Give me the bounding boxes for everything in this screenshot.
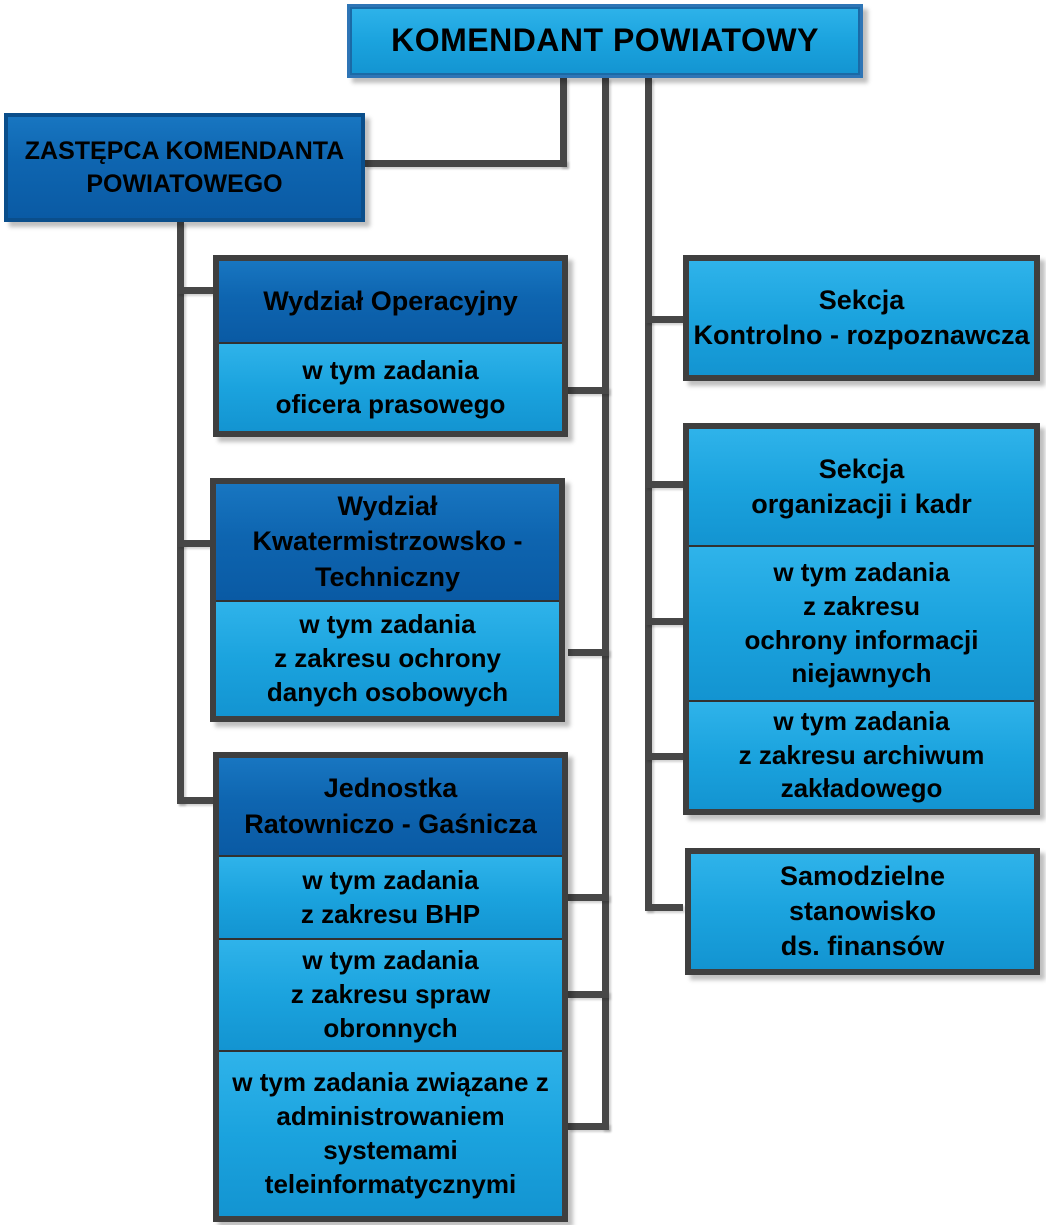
connector-spine-to-bhp — [568, 894, 609, 901]
node-sekcja-kontrolno-rozpoznawcza: Sekcja Kontrolno - rozpoznawcza — [683, 255, 1040, 381]
node-wydzial-operacyjny: Wydział Operacyjny w tym zadania oficera… — [213, 255, 568, 437]
connector-root-to-deputy-vertical — [560, 78, 567, 167]
node-label: KOMENDANT POWIATOWY — [391, 22, 819, 59]
connector-right-spine — [645, 78, 652, 911]
node-sub: w tym zadania z zakresu ochrony informac… — [689, 545, 1034, 700]
connector-spine-to-informacje-niejawne — [645, 618, 683, 625]
node-header: Sekcja Kontrolno - rozpoznawcza — [689, 261, 1034, 375]
connector-spine-to-sprawy-obronne — [568, 991, 609, 998]
node-komendant-powiatowy: KOMENDANT POWIATOWY — [347, 4, 863, 78]
connector-deputy-to-jednostka — [177, 797, 213, 804]
node-header: Jednostka Ratowniczo - Gaśnicza — [219, 758, 562, 855]
node-sekcja-organizacji-i-kadr: Sekcja organizacji i kadr w tym zadania … — [683, 423, 1040, 815]
connector-spine-to-archiwum — [645, 753, 683, 760]
connector-left-spine — [602, 78, 609, 1130]
node-header: Wydział Operacyjny — [219, 261, 562, 342]
node-zastepca-komendanta: ZASTĘPCA KOMENDANTA POWIATOWEGO — [4, 113, 365, 222]
node-jednostka-ratowniczo-gasnicza: Jednostka Ratowniczo - Gaśnicza w tym za… — [213, 752, 568, 1222]
connector-spine-to-ochrona-danych — [568, 649, 609, 656]
connector-deputy-to-operacyjny — [177, 287, 213, 294]
connector-deputy-spine — [177, 222, 184, 804]
node-header: Sekcja organizacji i kadr — [689, 429, 1034, 545]
connector-spine-to-kontrolno — [645, 316, 683, 323]
connector-spine-to-oficer-prasowy — [568, 387, 609, 394]
node-sub: w tym zadania związane z administrowanie… — [219, 1050, 562, 1216]
connector-spine-to-finanse — [645, 904, 683, 911]
node-samodzielne-stanowisko-finansow: Samodzielne stanowisko ds. finansów — [685, 848, 1040, 975]
node-sub: w tym zadania z zakresu archiwum zakłado… — [689, 700, 1034, 809]
connector-spine-to-organizacja — [645, 481, 683, 488]
node-wydzial-kwatermistrzowsko-techniczny: Wydział Kwatermistrzowsko - Techniczny w… — [210, 478, 565, 722]
node-sub: w tym zadania z zakresu BHP — [219, 855, 562, 938]
node-sub: w tym zadania z zakresu ochrony danych o… — [216, 600, 559, 716]
node-header: Samodzielne stanowisko ds. finansów — [691, 854, 1034, 969]
node-sub: w tym zadania oficera prasowego — [219, 342, 562, 431]
connector-spine-to-teleinformatyka — [568, 1123, 609, 1130]
node-header: Wydział Kwatermistrzowsko - Techniczny — [216, 484, 559, 600]
connector-root-to-deputy-horizontal — [365, 160, 567, 167]
node-sub: w tym zadania z zakresu spraw obronnych — [219, 938, 562, 1050]
connector-deputy-to-kwater — [177, 540, 213, 547]
node-label: ZASTĘPCA KOMENDANTA POWIATOWEGO — [24, 137, 345, 198]
